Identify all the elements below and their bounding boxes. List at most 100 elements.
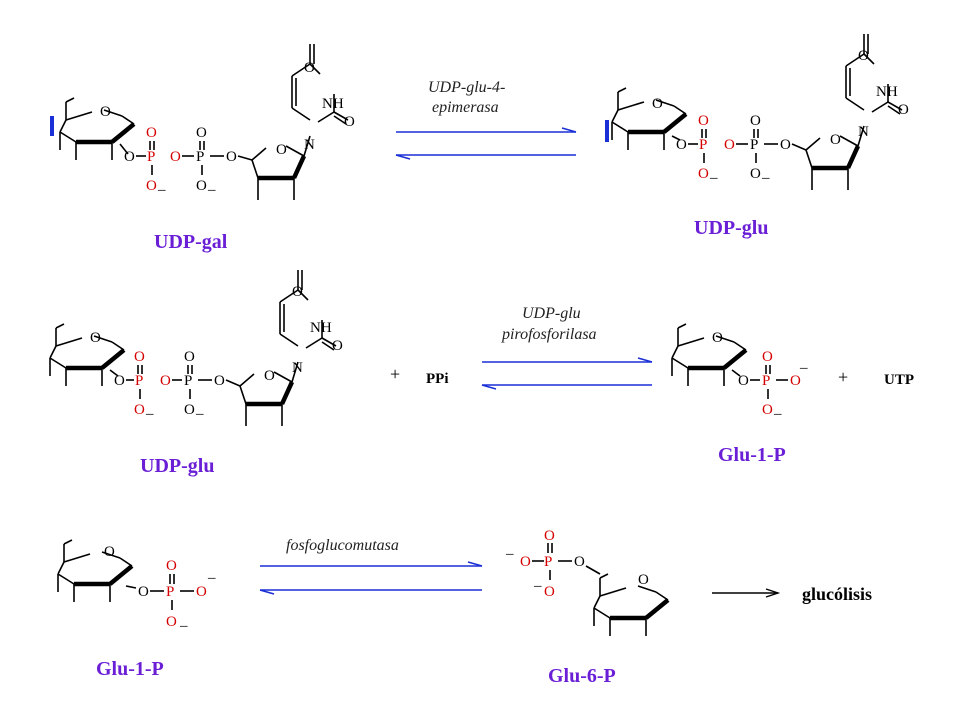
- svg-text:–: –: [709, 170, 718, 186]
- utp-label: UTP: [884, 372, 914, 388]
- svg-text:O: O: [134, 402, 145, 418]
- svg-text:O: O: [738, 373, 749, 389]
- svg-text:O: O: [90, 330, 101, 346]
- svg-text:P: P: [699, 137, 707, 153]
- udp-glu-structure-left: O O P O O – O P O O – O O N O: [50, 270, 343, 426]
- svg-text:O: O: [166, 558, 177, 574]
- svg-text:O: O: [166, 614, 177, 630]
- svg-text:O: O: [124, 149, 135, 165]
- svg-text:O: O: [698, 113, 709, 129]
- svg-text:O: O: [184, 349, 195, 365]
- svg-text:O: O: [170, 149, 181, 165]
- svg-text:O: O: [898, 102, 909, 118]
- svg-text:O: O: [196, 125, 207, 141]
- svg-text:O: O: [638, 572, 649, 588]
- svg-text:O: O: [750, 113, 761, 129]
- glu-1-p-label-r2: Glu-1-P: [718, 444, 786, 466]
- svg-text:–: –: [157, 182, 166, 198]
- glu-6-p-structure: – O P O – O O O: [505, 528, 668, 636]
- enzyme-pirofosforilasa-line1: UDP-glu: [522, 305, 581, 322]
- svg-text:O: O: [780, 137, 791, 153]
- forward-arrow: [396, 127, 577, 133]
- svg-text:O: O: [146, 125, 157, 141]
- svg-text:NH: NH: [876, 84, 898, 100]
- svg-text:–: –: [195, 406, 204, 422]
- udp-gal-label: UDP-gal: [154, 231, 228, 253]
- udp-glu-structure-right: O O P O O – O P O O – O O N O: [605, 34, 909, 190]
- svg-text:O: O: [138, 584, 149, 600]
- reaction-1: O O P O O – O P O O – O O N O: [50, 34, 909, 253]
- svg-text:O: O: [196, 178, 207, 194]
- enzyme-epimerasa-line1: UDP-glu-4-: [428, 79, 505, 96]
- svg-text:–: –: [505, 546, 514, 562]
- svg-text:O: O: [830, 132, 841, 148]
- svg-text:O: O: [544, 528, 555, 544]
- plus-sign-2: +: [838, 367, 848, 387]
- svg-text:O: O: [146, 178, 157, 194]
- udp-gal-structure: O O P O O – O P O O – O O N O: [50, 44, 355, 200]
- enzyme-pirofosforilasa-line2: pirofosforilasa: [501, 326, 597, 343]
- svg-text:P: P: [750, 137, 758, 153]
- svg-text:O: O: [652, 96, 663, 112]
- svg-text:N: N: [858, 124, 869, 140]
- glucolisis-label: glucólisis: [802, 584, 872, 604]
- glu-1-p-structure-r2: O O P O O – O –: [672, 324, 808, 422]
- svg-text:O: O: [762, 349, 773, 365]
- svg-text:O: O: [276, 142, 287, 158]
- udp-glu-label-left: UDP-glu: [140, 455, 214, 477]
- svg-text:–: –: [207, 182, 216, 198]
- svg-text:P: P: [166, 584, 174, 600]
- svg-text:P: P: [184, 373, 192, 389]
- svg-text:N: N: [292, 360, 303, 376]
- enzyme-epimerasa-line2: epimerasa: [432, 99, 499, 116]
- svg-text:O: O: [100, 104, 111, 120]
- svg-text:O: O: [104, 544, 115, 560]
- svg-text:P: P: [762, 373, 770, 389]
- svg-text:O: O: [790, 373, 801, 389]
- svg-text:P: P: [196, 149, 204, 165]
- reverse-arrow: [481, 384, 652, 390]
- svg-text:N: N: [304, 137, 315, 153]
- glu-6-p-label: Glu-6-P: [548, 665, 616, 687]
- glu-1-p-structure-r3: O O P O O – O –: [58, 540, 216, 634]
- enzyme-fosfoglucomutasa: fosfoglucomutasa: [286, 537, 399, 554]
- svg-text:O: O: [762, 402, 773, 418]
- svg-text:O: O: [724, 137, 735, 153]
- svg-text:NH: NH: [310, 320, 332, 336]
- reverse-arrow: [395, 154, 576, 160]
- svg-text:–: –: [145, 406, 154, 422]
- reaction-2: O O P O O – O P O O – O O N O: [50, 270, 914, 477]
- svg-text:O: O: [196, 584, 207, 600]
- svg-text:O: O: [712, 330, 723, 346]
- svg-text:O: O: [226, 149, 237, 165]
- plus-sign-1: +: [390, 364, 400, 384]
- forward-arrow: [260, 561, 483, 567]
- reaction-3: O O P O O – O – Glu-1-P fosfoglucomutasa…: [58, 528, 872, 687]
- svg-text:O: O: [344, 114, 355, 130]
- svg-text:O: O: [858, 48, 869, 64]
- svg-text:O: O: [292, 284, 303, 300]
- svg-text:O: O: [114, 373, 125, 389]
- svg-text:P: P: [147, 149, 155, 165]
- svg-text:O: O: [750, 166, 761, 182]
- svg-text:O: O: [574, 554, 585, 570]
- glycolysis-arrow: [712, 588, 781, 598]
- svg-text:O: O: [332, 338, 343, 354]
- svg-text:–: –: [799, 360, 808, 376]
- svg-text:P: P: [135, 373, 143, 389]
- svg-text:O: O: [520, 554, 531, 570]
- reverse-arrow: [259, 589, 482, 595]
- ppi-label: PPi: [426, 371, 449, 387]
- svg-text:O: O: [134, 349, 145, 365]
- svg-text:O: O: [214, 373, 225, 389]
- svg-text:NH: NH: [322, 96, 344, 112]
- svg-text:–: –: [761, 170, 770, 186]
- svg-text:O: O: [304, 60, 315, 76]
- svg-text:–: –: [179, 618, 188, 634]
- svg-text:O: O: [160, 373, 171, 389]
- svg-text:–: –: [533, 578, 542, 594]
- svg-text:O: O: [544, 584, 555, 600]
- udp-glu-label-right: UDP-glu: [694, 217, 768, 239]
- svg-text:P: P: [544, 554, 552, 570]
